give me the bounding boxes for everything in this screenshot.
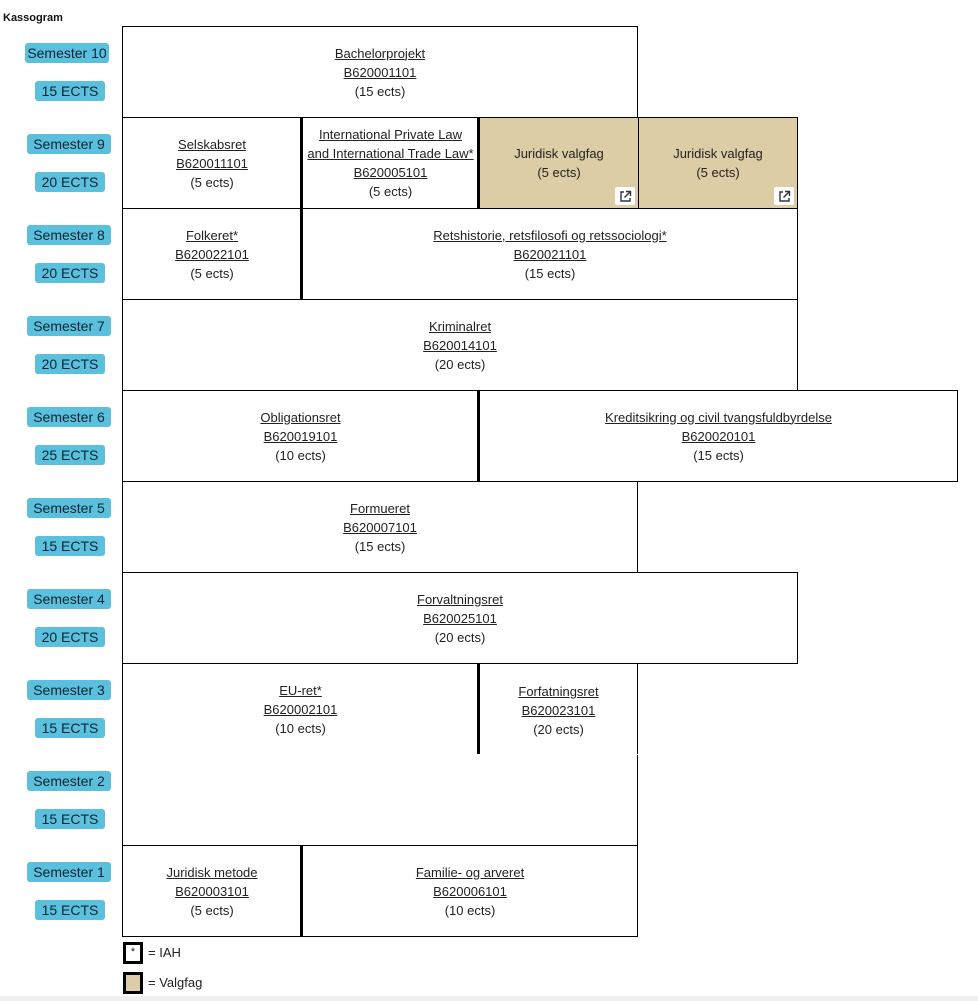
- semester-5-label: Semester 5: [27, 498, 111, 518]
- semester-3-label: Semester 3: [27, 680, 111, 700]
- semester-5-ects: 15 ECTS: [35, 536, 105, 556]
- course-code-link[interactable]: B620019101: [263, 428, 338, 444]
- semester-1-ects: 15 ECTS: [35, 900, 105, 920]
- course-name-link[interactable]: Bachelorprojekt: [334, 45, 426, 61]
- course-ects: (20 ects): [533, 722, 584, 737]
- semester-8-label: Semester 8: [27, 225, 111, 245]
- course-ects: (5 ects): [190, 265, 234, 281]
- course-name-link[interactable]: Kreditsikring og civil tvangsfuldbyrdels…: [605, 409, 832, 425]
- course-obligationsret: Obligationsret B620019101 (10 ects): [122, 390, 479, 482]
- course-name-link-line1[interactable]: International Private Law: [318, 127, 463, 142]
- course-name-link[interactable]: Obligationsret: [260, 409, 341, 425]
- course-kreditsikring: Kreditsikring og civil tvangsfuldbyrdels…: [477, 390, 958, 482]
- external-link-icon[interactable]: [615, 187, 635, 205]
- course-juridisk-valgfag-1[interactable]: Juridisk valgfag (5 ects): [477, 117, 639, 209]
- course-ects: (5 ects): [368, 184, 413, 199]
- course-ects: (10 ects): [275, 720, 326, 736]
- course-juridisk-valgfag-2[interactable]: Juridisk valgfag (5 ects): [638, 117, 798, 209]
- course-formueret: Formueret B620007101 (15 ects): [122, 481, 638, 573]
- course-code-link[interactable]: B620006101: [433, 883, 507, 899]
- legend-valgfag-label: = Valgfag: [148, 975, 203, 990]
- semester-2-row: [122, 754, 638, 846]
- course-code-link[interactable]: B620021101: [513, 246, 587, 262]
- course-code-link[interactable]: B620002101: [263, 701, 338, 717]
- course-ects: (20 ects): [434, 629, 486, 645]
- semester-2-ects: 15 ECTS: [35, 809, 105, 829]
- course-bachelorprojekt: Bachelorprojekt B620001101 (15 ects): [122, 26, 638, 118]
- semester-10-ects: 15 ECTS: [35, 81, 105, 101]
- legend-valgfag-swatch: [123, 972, 143, 994]
- semester-6-label: Semester 6: [27, 407, 111, 427]
- course-name-link[interactable]: Forvaltningsret: [417, 591, 503, 607]
- legend-iah-swatch: *: [123, 942, 143, 964]
- course-ects: (10 ects): [275, 447, 326, 463]
- semester-4-ects: 20 ECTS: [35, 627, 105, 647]
- course-ects: (5 ects): [190, 902, 234, 918]
- course-folkeret: Folkeret* B620022101 (5 ects): [122, 208, 302, 300]
- semester-6-ects: 25 ECTS: [35, 445, 105, 465]
- course-ects: (5 ects): [696, 165, 740, 180]
- course-ects: (15 ects): [524, 265, 576, 281]
- course-name-link[interactable]: Retshistorie, retsfilosofi og retssociol…: [433, 227, 667, 243]
- semester-7-label: Semester 7: [27, 316, 111, 336]
- course-code-link[interactable]: B620020101: [681, 428, 756, 444]
- course-kriminalret: Kriminalret B620014101 (20 ects): [122, 299, 798, 391]
- course-familie-arveret: Familie- og arveret B620006101 (10 ects): [300, 845, 638, 937]
- course-ects: (15 ects): [354, 538, 406, 554]
- semester-4-label: Semester 4: [27, 589, 111, 609]
- course-ects: (10 ects): [444, 902, 496, 918]
- external-link-icon[interactable]: [774, 187, 794, 205]
- course-code-link[interactable]: B620025101: [423, 610, 497, 626]
- course-name-link[interactable]: Folkeret*: [185, 227, 239, 243]
- course-ects: (15 ects): [693, 447, 744, 463]
- course-juridisk-metode: Juridisk metode B620003101 (5 ects): [122, 845, 302, 937]
- course-code-link[interactable]: B620022101: [175, 246, 249, 262]
- course-code-link[interactable]: B620005101: [353, 165, 428, 180]
- semester-7-ects: 20 ECTS: [35, 354, 105, 374]
- semester-8-ects: 20 ECTS: [35, 263, 105, 283]
- course-code-link[interactable]: B620007101: [343, 519, 417, 535]
- course-name-link-line2[interactable]: and International Trade Law*: [307, 146, 474, 161]
- course-ects: (20 ects): [434, 356, 486, 372]
- course-code-link[interactable]: B620003101: [175, 883, 249, 899]
- course-code-link[interactable]: B620001101: [343, 64, 417, 80]
- semester-9-label: Semester 9: [27, 134, 111, 154]
- course-international-private-law: International Private Law and Internatio…: [300, 117, 479, 209]
- forfatningsret-span-mask: [477, 754, 638, 755]
- course-name-link[interactable]: Kriminalret: [428, 318, 492, 334]
- bottom-scroll-area: [0, 996, 978, 1001]
- course-ects: (15 ects): [354, 83, 406, 99]
- course-name: Juridisk valgfag: [514, 146, 604, 161]
- course-retshistorie: Retshistorie, retsfilosofi og retssociol…: [300, 208, 798, 300]
- semester-3-ects: 15 ECTS: [35, 718, 105, 738]
- semester-9-ects: 20 ECTS: [35, 172, 105, 192]
- course-code-link[interactable]: B620023101: [521, 703, 596, 718]
- course-code-link[interactable]: B620014101: [423, 337, 497, 353]
- course-name-link[interactable]: Juridisk metode: [166, 864, 258, 880]
- course-name: Juridisk valgfag: [673, 146, 763, 161]
- course-ects: (5 ects): [190, 174, 234, 190]
- semester-10-label: Semester 10: [25, 43, 109, 63]
- course-name-link[interactable]: EU-ret*: [279, 682, 322, 698]
- course-ects: (5 ects): [537, 165, 581, 180]
- page-title: Kassogram: [3, 12, 63, 24]
- course-forvaltningsret: Forvaltningsret B620025101 (20 ects): [122, 572, 798, 664]
- course-selskabsret: Selskabsret B620011101 (5 ects): [122, 117, 302, 209]
- semester-1-label: Semester 1: [27, 862, 111, 882]
- course-code-link[interactable]: B620011101: [176, 155, 248, 171]
- course-name-link[interactable]: Forfatningsret: [518, 684, 599, 699]
- legend-iah-symbol: *: [130, 946, 136, 958]
- semester-2-label: Semester 2: [27, 771, 111, 791]
- course-name-link[interactable]: Familie- og arveret: [415, 864, 525, 880]
- course-name-link[interactable]: Selskabsret: [178, 136, 246, 152]
- legend-iah-label: = IAH: [148, 945, 181, 960]
- course-name-link[interactable]: Formueret: [350, 500, 410, 516]
- course-eu-ret: EU-ret* B620002101 (10 ects): [122, 663, 479, 755]
